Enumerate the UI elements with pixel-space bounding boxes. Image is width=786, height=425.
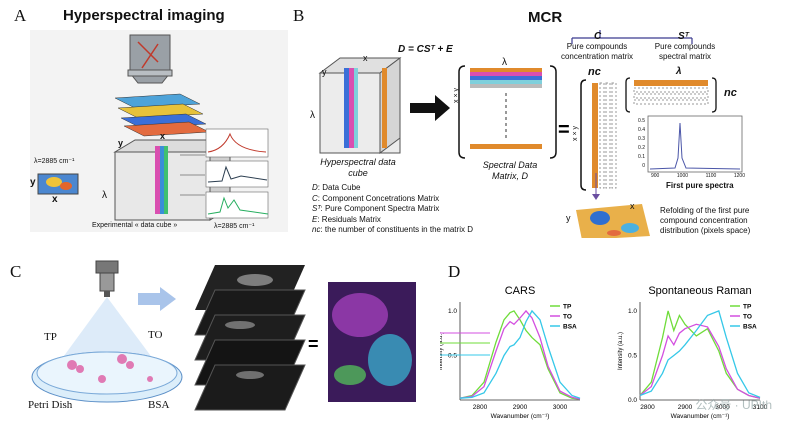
raman-x-tick: 3100 [753,404,768,411]
equals-sign: = [558,119,570,141]
raman-series-tp [639,310,761,399]
equals-sign-c: = [308,334,319,354]
c-side-label: x × y [571,126,579,141]
map-lambda-label: λ=2885 cm⁻¹ [34,158,75,165]
legend-item-nc: nc: the number of constituents in the ma… [312,225,473,234]
map-axis-y: y [30,177,36,188]
panel-b-letter: B [293,6,305,25]
inset-caption: First pure spectra [666,181,734,190]
refold-axis-y: y [566,213,571,223]
acquisition-arrow-icon [138,287,176,311]
hyperspectral-setup-illustration [37,34,269,221]
cars-image-stack [194,265,306,411]
cube-axis-y-b: y [322,67,327,77]
first-pure-spectrum-plot [647,115,743,173]
cars-series-tp [459,310,581,400]
refold-map [576,204,650,238]
raman-y-tick: 0.5 [628,352,637,359]
c-matrix [580,79,617,191]
refold-axis-x: x [630,201,635,211]
cars-y-tick: 1.0 [448,308,457,315]
legend-item-st: Sᵀ: Pure Component Spectra Matrix [312,204,440,213]
spectrum-insets [205,128,269,219]
matrix-lambda: λ [502,57,507,68]
hyperspectral-cube [318,57,402,154]
raman-series-bsa [639,310,761,398]
panel-c-letter: C [10,262,22,281]
cars-series-bsa [459,309,581,399]
composite-cars-image [328,282,416,402]
cube-axis-y: y [118,138,124,148]
panel-a-letter: A [14,6,27,25]
raman-series-to [639,323,761,399]
st-matrix [625,77,717,113]
nc-label-st: nc [724,87,737,99]
spectral-slices [114,93,210,137]
mcr-legend: D: Data Cube C: Component Concetrations … [312,183,473,236]
cars-y-tick: 0.5 [448,352,457,359]
raman-legend-tp: TP [743,304,752,311]
transform-arrow-icon [410,95,450,121]
data-matrix-d [458,65,557,159]
legend-item-d: D: Data Cube [312,183,361,192]
raman-legend-to: TO [743,314,752,321]
cars-x-tick: 3000 [553,404,568,411]
panel-d-letter: D [448,262,461,281]
map-axis-x: x [52,194,58,205]
cars-x-tick: 2800 [473,404,488,411]
cube-axis-lambda-b: λ [310,110,315,121]
raman-x-tick: 3000 [715,404,730,411]
panel-c-illustration: = [31,260,416,411]
cars-title: CARS [505,285,536,297]
legend-item-e: E: Residuals Matrix [312,214,381,224]
raman-legend-bsa: BSA [743,324,757,331]
cars-ylabel: Intensity (a.u.) [440,332,444,370]
cars-legend-bsa: BSA [563,324,577,331]
raman-xlabel: Wavanumber (cm⁻¹) [671,413,730,420]
cars-xlabel: Wavanumber (cm⁻¹) [491,413,550,420]
microscope-objective-icon [95,260,119,274]
raman-x-tick: 2900 [678,404,693,411]
data-cube-caption: Experimental « data cube » [92,222,178,229]
raman-ylabel: Intensity (a.u.) [618,332,624,370]
cube-axis-x-b: x [363,53,368,63]
legend-item-c: C: Component Concetrations Matrix [312,193,440,203]
st-lambda: λ [676,66,682,77]
refold-description: Refolding of the first pure compound con… [660,206,751,235]
mcr-diagram: = [318,30,743,238]
caption-lambda: λ=2885 cm⁻¹ [214,223,255,230]
cube-axis-lambda: λ [102,190,107,201]
st-description: Pure compounds spectral matrix [654,42,716,61]
watermark: 公众号 · UPIth [695,398,772,412]
label-to: TO [148,329,163,341]
cars-legend-tp: TP [563,304,572,311]
mcr-equation: D = CSᵀ + E [398,44,453,55]
cars-x-tick: 2900 [513,404,528,411]
c-label: C [594,31,602,42]
panel-a-title: Hyperspectral imaging [63,7,225,24]
raman-title: Spontaneous Raman [648,285,751,297]
cars-series-to [459,309,581,400]
cube-axis-x: x [160,131,166,141]
label-bsa: BSA [148,399,170,411]
label-petri-dish: Petri Dish [28,399,73,411]
c-description: Pure compounds concentration matrix [560,42,634,61]
cars-legend-to: TO [563,314,572,321]
nc-label-c: nc [588,66,601,78]
panel-b-title: MCR [528,9,563,26]
st-label: Sᵀ [678,31,689,42]
matrix-caption: Spectral Data Matrix, D [482,160,538,181]
raman-y-tick: 1.0 [628,308,637,315]
panel-a-figure: λ=2885 cm⁻¹ y x x y λ Experimental « dat… [30,30,288,232]
label-tp: TP [44,331,57,343]
cube-caption: Hyperspectral data cube [320,157,396,178]
raman-chart: Spontaneous Raman 2800 2900 3000 3100 0.0 0.5 1… [618,285,768,420]
raman-x-tick: 2800 [640,404,655,411]
matrix-side-label: x × y [452,88,460,103]
raman-y-tick: 0.0 [628,397,637,404]
